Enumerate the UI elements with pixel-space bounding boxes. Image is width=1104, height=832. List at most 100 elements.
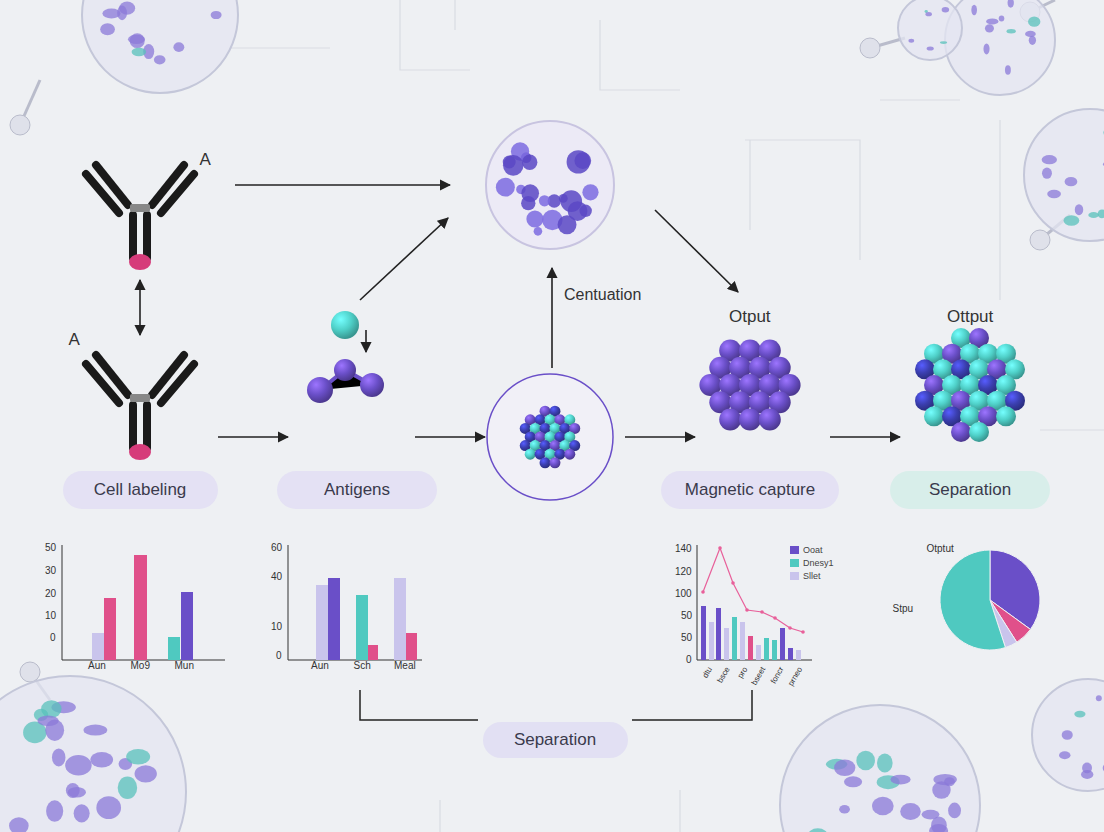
cell-organelle (496, 142, 599, 235)
bead-cluster (564, 449, 575, 460)
chart-bar (328, 578, 340, 660)
circuit-lines (880, 99, 960, 100)
antigen-molecule (360, 373, 384, 397)
chart-bar (92, 546, 805, 660)
cell-bubble (985, 24, 994, 32)
bracket (632, 690, 752, 720)
axis-label: 10 (271, 621, 282, 633)
bead-cluster (739, 408, 761, 430)
bracket (360, 690, 752, 720)
cell-organelle (558, 215, 577, 234)
circuit-lines (679, 790, 680, 832)
legend-swatch (790, 572, 799, 580)
cell-bubble (971, 5, 977, 15)
axis-label: Meal (394, 660, 416, 672)
legend-entry: Dnesy1 (790, 558, 834, 568)
chart-bar (773, 616, 777, 620)
cell-bubble (1042, 168, 1052, 179)
axis-label: Otptut (927, 543, 954, 555)
cell-bubble (130, 33, 145, 48)
cell-bubble (132, 48, 147, 56)
axis-label: 60 (271, 542, 282, 554)
antibody-joint (130, 204, 150, 402)
antigen-molecule (307, 377, 333, 403)
axis-label: 120 (675, 566, 692, 578)
cell-bubble (891, 775, 911, 785)
circuit-lines (439, 800, 440, 832)
chart-bar (718, 546, 722, 550)
bead-cluster (759, 408, 781, 430)
cell-organelle (534, 227, 543, 236)
antibody-symbol (143, 215, 151, 258)
chart-bar (788, 626, 792, 630)
circuit-lines (749, 140, 750, 230)
cell-bubble (1030, 230, 1050, 250)
cell-bubble (1064, 215, 1080, 225)
axis-label: 50 (681, 632, 692, 644)
antigen-molecule (331, 311, 359, 339)
axis-label: foncr (769, 665, 786, 685)
circuit-lines (454, 0, 455, 30)
antibody-symbol (86, 364, 119, 403)
step-pill: Separation (890, 471, 1050, 509)
cell-organelle (582, 184, 598, 200)
cell-bubble (9, 817, 29, 832)
chart-bar (796, 650, 801, 660)
chart-bar (703, 548, 803, 632)
step-pill: Antigens (277, 471, 437, 509)
antibody-tag (129, 254, 151, 270)
cell-bubble (1065, 177, 1078, 186)
arrow (235, 184, 450, 186)
cell-bubble (154, 55, 166, 64)
bead-cluster (540, 457, 551, 468)
legend-text: Ooat (803, 545, 823, 555)
bead-cluster (996, 406, 1016, 426)
cell-organelle (522, 155, 537, 170)
chart-bar (104, 598, 116, 660)
cell-circle (486, 121, 614, 249)
step-label: Separation (929, 480, 1011, 500)
arrow (415, 436, 485, 438)
axis-label: Mo9 (131, 660, 150, 672)
antibody-symbol (129, 215, 137, 258)
antibody-symbol (86, 174, 119, 213)
chart-bar (748, 636, 753, 660)
cell-bubble (65, 755, 91, 775)
cell-bubble (839, 805, 850, 814)
cell-bubble (1096, 695, 1102, 701)
cell-organelle (560, 190, 582, 212)
antigen-molecule (334, 359, 356, 381)
step-pill: Magnetic capture (661, 471, 839, 509)
cell-bubble (1008, 0, 1014, 8)
axis-label: bseet (750, 665, 768, 687)
cell-bubble (1047, 190, 1061, 198)
axis-label: 20 (45, 588, 56, 600)
arrow (551, 268, 553, 368)
cell-bubble (83, 725, 107, 736)
circuit-lines (999, 120, 1000, 300)
cell-bubble (999, 15, 1005, 21)
cell-bubble (135, 765, 157, 782)
axis-label: dtu (701, 665, 715, 679)
annotation: Otput (729, 307, 771, 327)
antibody-tag (129, 254, 151, 460)
step-label: Separation (514, 730, 596, 750)
cell-bubble (834, 759, 855, 776)
chart-bar (701, 590, 705, 594)
cell-organelle (574, 152, 591, 169)
chart-bar (764, 638, 769, 660)
cell-bubble (96, 796, 121, 819)
legend-text: Sllet (803, 571, 821, 581)
cell-bubble (844, 776, 862, 787)
axis-label: pro (736, 665, 750, 680)
cell-bubble (173, 42, 184, 52)
cell-bubble (948, 803, 961, 819)
chart-bar (701, 606, 706, 660)
bead-cluster (520, 328, 1025, 468)
cell-bubble (82, 0, 238, 93)
circuit-lines (230, 47, 330, 48)
annotation: Ottput (947, 307, 993, 327)
axis-label: prneo (786, 665, 804, 687)
chart-bar (716, 608, 721, 660)
